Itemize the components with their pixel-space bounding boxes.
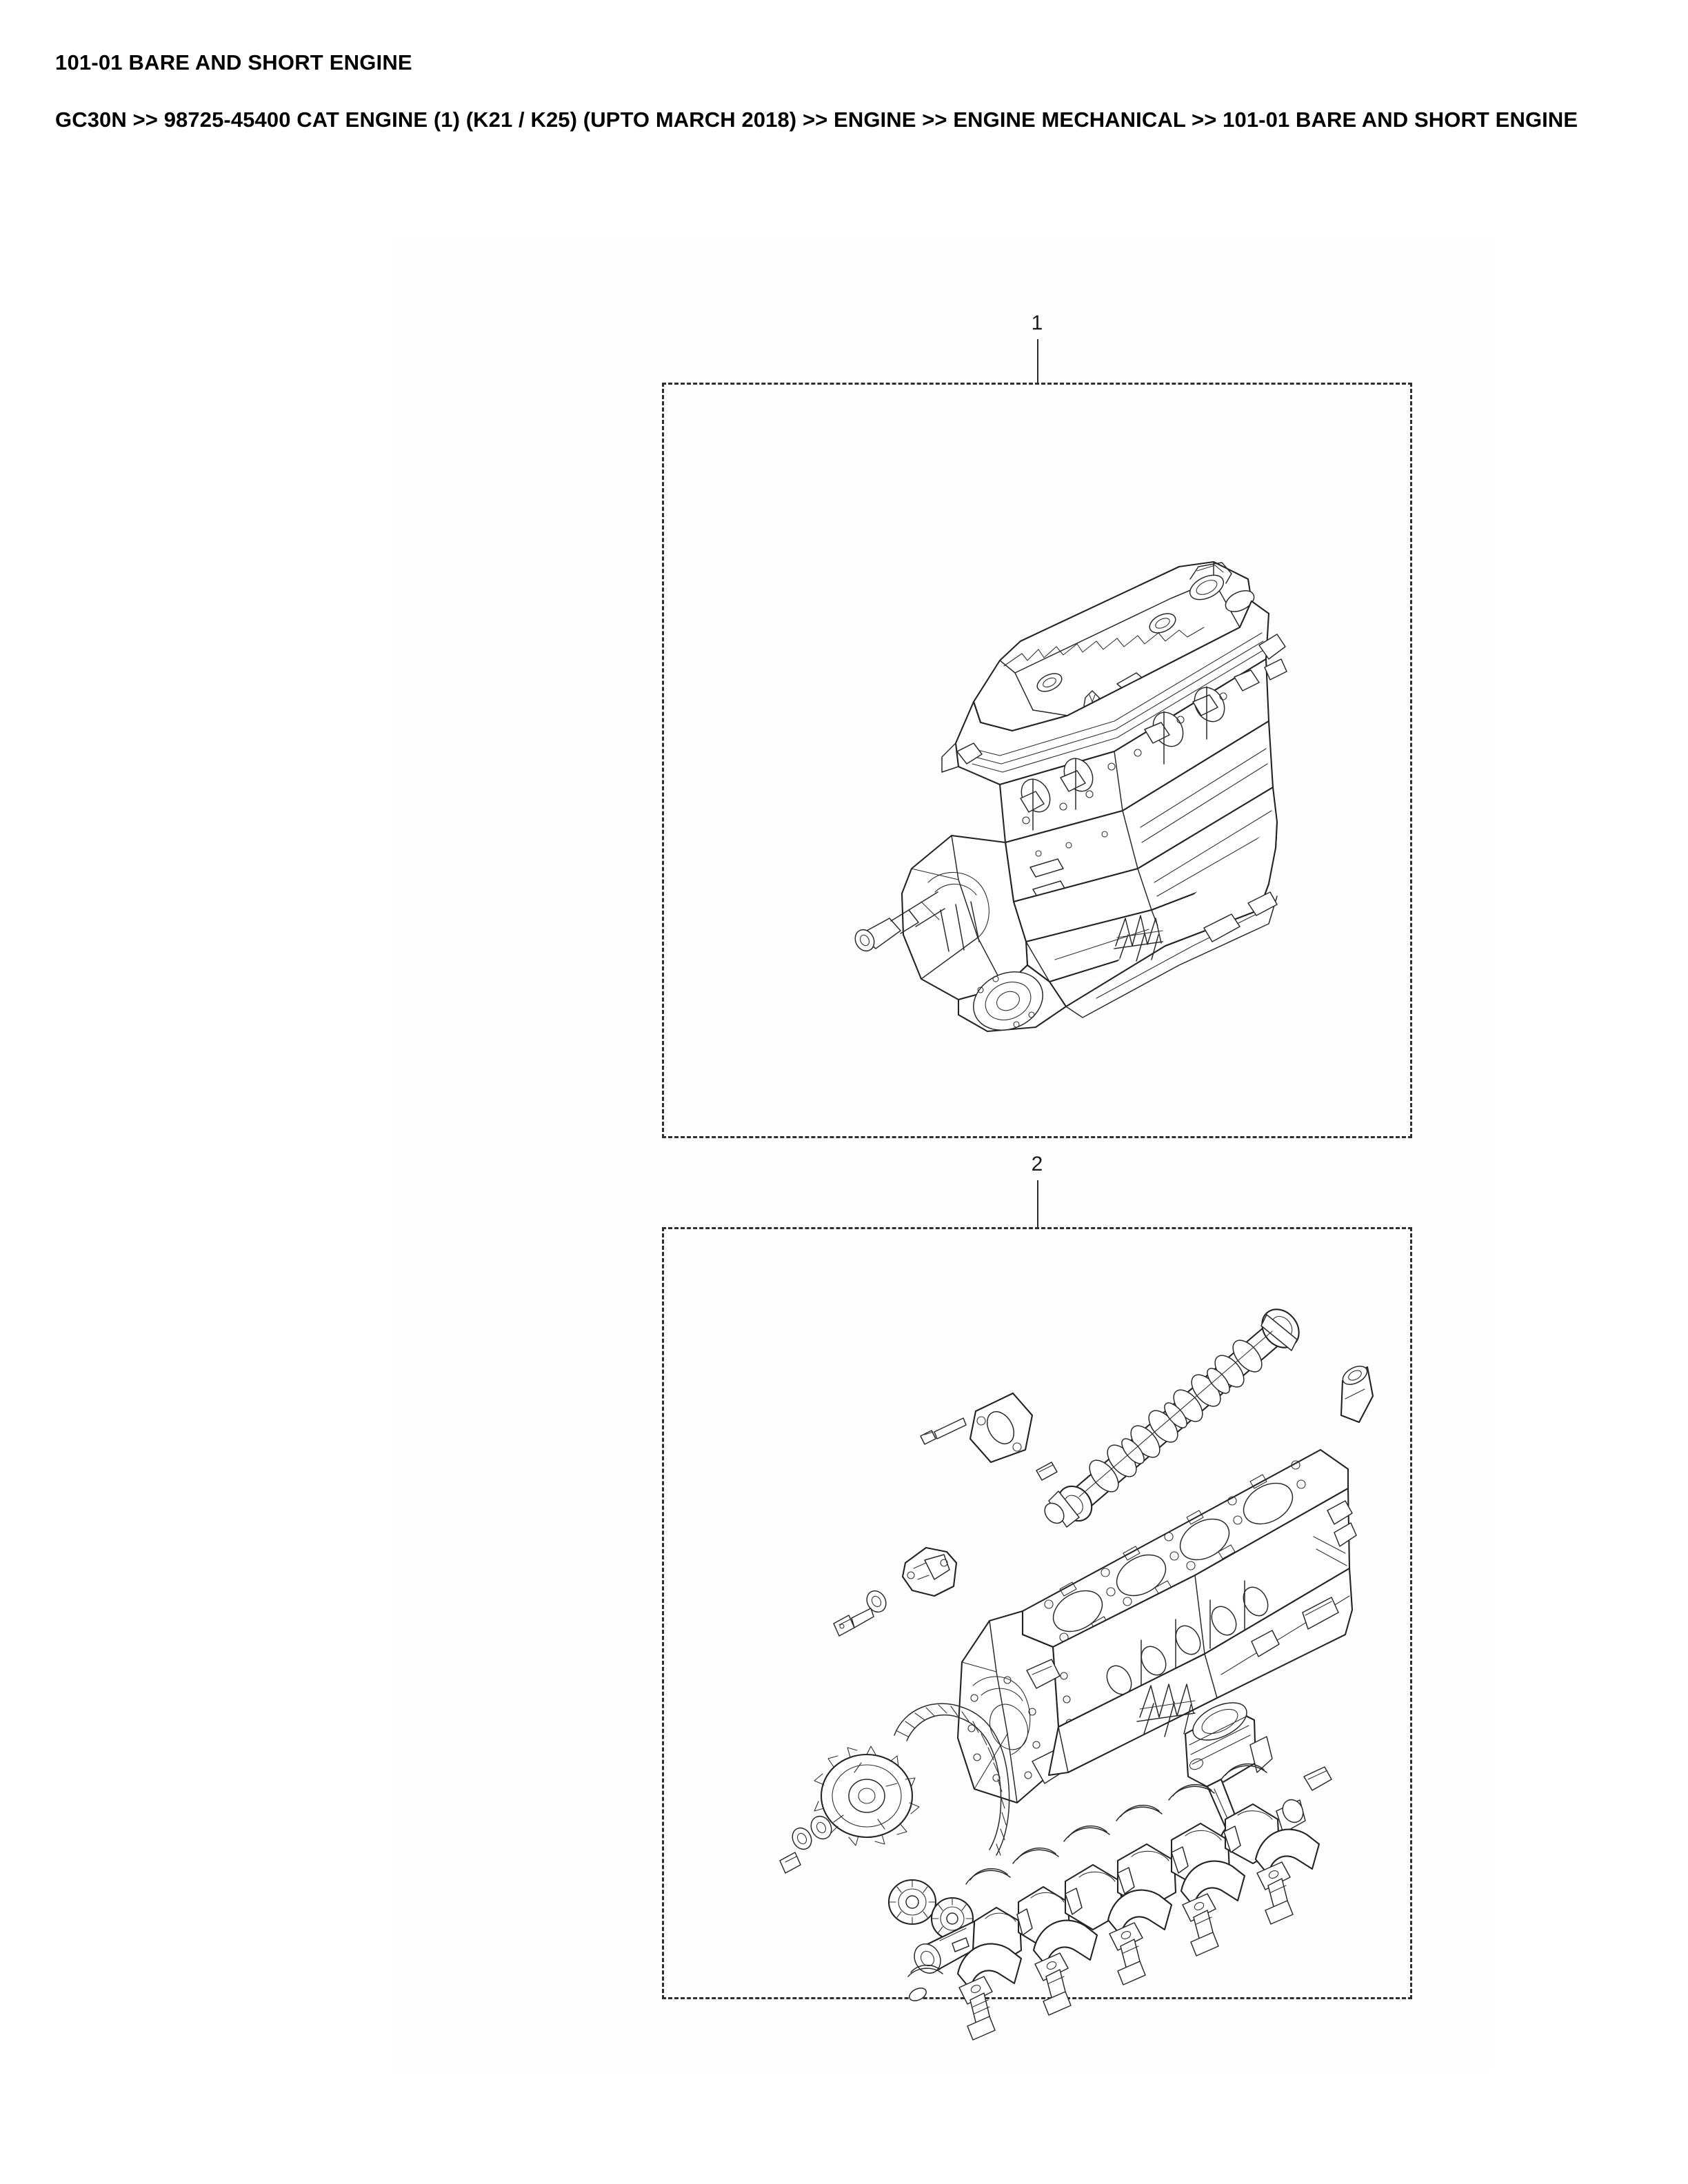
illustration-panel [392, 238, 1491, 2070]
figure-callout-2: 2 [1031, 1153, 1043, 1175]
figure-frame-1 [662, 383, 1412, 1138]
small-hardware [833, 1392, 1034, 1637]
page-header: 101-01 BARE AND SHORT ENGINE GC30N >> 98… [55, 50, 1634, 134]
main-bearing-caps [956, 1828, 1320, 2041]
page-title: 101-01 BARE AND SHORT ENGINE [55, 50, 412, 74]
short-engine-drawing [779, 1308, 1374, 2041]
bare-engine-illustration [854, 560, 1287, 1033]
figure-callout-1: 1 [1031, 312, 1043, 334]
figure-frame-2 [662, 1227, 1412, 1999]
main-bearing-shells [965, 1763, 1267, 1885]
block-spring-detail [1136, 1684, 1196, 1737]
timing-chain-and-sprocket [779, 1703, 1010, 1874]
breadcrumb: GC30N >> 98725-45400 CAT ENGINE (1) (K21… [55, 107, 1578, 132]
figure-leader-line-2 [1037, 1180, 1038, 1227]
spring-detail [1114, 915, 1163, 962]
cylinder-block [956, 1448, 1357, 1804]
cam-plug [1340, 1366, 1374, 1424]
bare-engine-drawing [854, 560, 1287, 1033]
short-engine-illustration [779, 1308, 1374, 2041]
camshaft [1044, 1308, 1300, 1528]
figure-leader-line-1 [1037, 339, 1038, 383]
crankshaft [914, 1799, 1306, 1974]
